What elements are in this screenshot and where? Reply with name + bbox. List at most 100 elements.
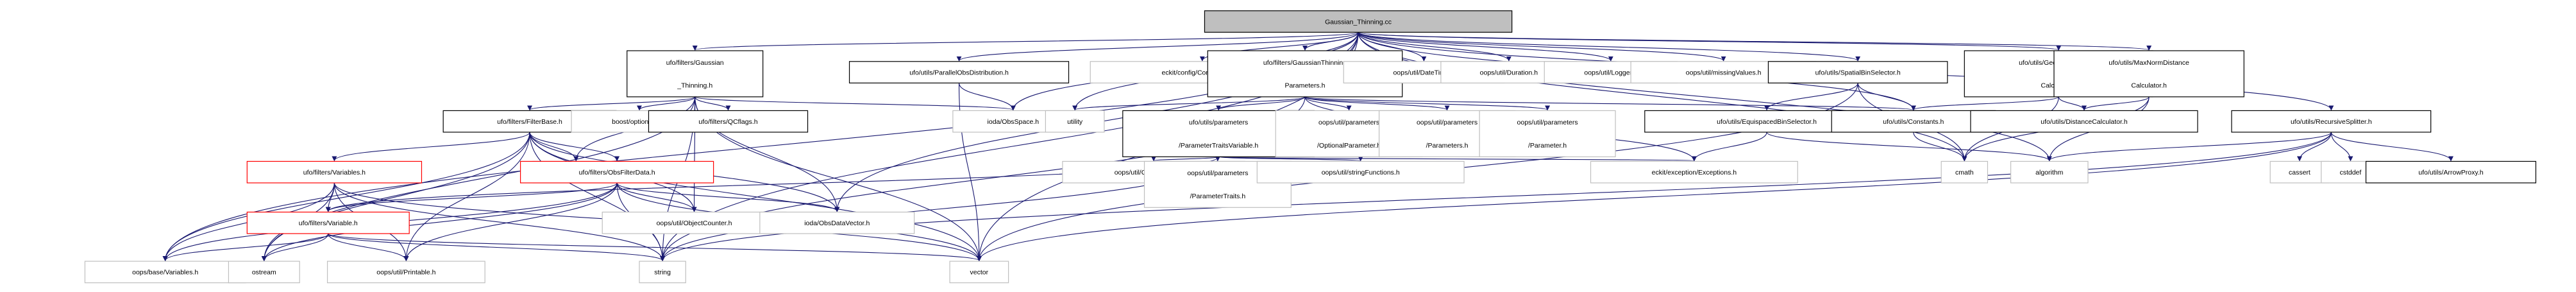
node-label: vector [970, 269, 989, 277]
node-label: /OptionalParameter.h [1317, 142, 1381, 150]
node-string: string [639, 261, 686, 284]
node-label: ufo/utils/RecursiveSplitter.h [2291, 118, 2372, 126]
node-eckit-exceptions: eckit/exception/Exceptions.h [1590, 160, 1798, 184]
node-label: ufo/utils/EquispacedBinSelector.h [1717, 118, 1817, 126]
node-label: ufo/utils/DistanceCalculator.h [2041, 118, 2128, 126]
node-label: Parameters.h [1284, 82, 1325, 90]
node-label: cmath [1955, 169, 1974, 176]
node-label: string [654, 269, 671, 277]
node-utility: utility [1045, 110, 1105, 133]
node-gauss-h[interactable]: ufo/filters/Gaussian_Thinning.h [627, 50, 764, 98]
node-root[interactable]: Gaussian_Thinning.cc [1204, 10, 1513, 33]
dependency-edge [616, 182, 840, 212]
node-box [1045, 110, 1105, 133]
node-label: oops/util/parameters [1318, 119, 1379, 126]
dependency-edge [1358, 32, 1511, 62]
node-variable-h: ufo/filters/Variable.h [246, 211, 410, 234]
dependency-edge [637, 96, 696, 111]
node-label: ufo/filters/ObsFilterData.h [579, 169, 655, 176]
node-label: ufo/utils/Constants.h [1883, 118, 1944, 126]
node-variables-h: ufo/filters/Variables.h [246, 160, 423, 184]
dependency-edge [1218, 155, 1696, 162]
dependency-edge [695, 96, 731, 111]
node-constants[interactable]: ufo/utils/Constants.h [1831, 110, 1996, 133]
node-box [2053, 50, 2244, 98]
dependency-edge [958, 83, 1016, 111]
dependency-edge [958, 83, 982, 262]
node-arrow-proxy[interactable]: ufo/utils/ArrowProxy.h [2365, 160, 2536, 184]
dependency-edge [403, 132, 530, 262]
node-box [1970, 110, 2198, 133]
dependency-edge [1304, 96, 1450, 111]
dependency-edge [261, 132, 530, 262]
dependency-edge [956, 31, 1359, 62]
node-label: eckit/exception/Exceptions.h [1652, 169, 1737, 176]
node-label: Calculator.h [2131, 82, 2167, 90]
node-label: ufo/utils/ArrowProxy.h [2418, 169, 2483, 176]
node-box [848, 61, 1070, 83]
node-label: oops/base/Variables.h [132, 269, 198, 277]
node-box [519, 160, 714, 184]
node-box [246, 160, 423, 184]
node-label: ufo/utils/MaxNormDistance [2109, 59, 2189, 67]
dependency-edge [1358, 31, 2151, 51]
dependency-edge [2058, 96, 2087, 111]
node-algorithm: algorithm [2010, 160, 2089, 184]
node-parameter-h: oops/util/parameters/Parameter.h [1479, 110, 1616, 157]
dependency-edge [261, 233, 329, 262]
node-distance-calc[interactable]: ufo/utils/DistanceCalculator.h [1970, 110, 2198, 133]
node-ostream: ostream [228, 261, 300, 284]
node-box [1256, 160, 1465, 184]
node-label: oops/util/Printable.h [376, 269, 435, 277]
node-cmath: cmath [1940, 160, 1989, 184]
node-parallel-obs[interactable]: ufo/utils/ParallelObsDistribution.h [848, 61, 1070, 83]
node-box [1204, 10, 1513, 33]
dependency-edge [529, 132, 620, 162]
node-label: ostream [252, 269, 276, 277]
node-oops-variables: oops/base/Variables.h [84, 261, 246, 284]
node-label: cassert [2289, 169, 2311, 176]
dependency-edge [1304, 96, 1550, 111]
dependency-edge [2082, 96, 2150, 111]
dependency-edge [325, 182, 618, 212]
node-label: ufo/filters/Variables.h [303, 169, 366, 176]
dependency-edge [403, 182, 618, 262]
node-box [602, 211, 787, 234]
node-label: /Parameters.h [1426, 142, 1469, 150]
node-box [228, 261, 300, 284]
node-label: cstddef [2339, 169, 2361, 176]
dependency-edge [162, 233, 329, 262]
node-label: algorithm [2035, 169, 2063, 176]
node-label: oops/util/ObjectCounter.h [657, 219, 732, 227]
dependency-edge [695, 96, 1016, 111]
node-label: oops/util/DateTime.h [1393, 69, 1454, 76]
node-ioda-datavector: ioda/ObsDataVector.h [759, 211, 915, 234]
dependency-edge [328, 233, 665, 262]
node-label: oops/util/missingValues.h [1686, 69, 1762, 76]
node-qcflags[interactable]: ufo/filters/QCflags.h [648, 110, 809, 133]
node-label: oops/util/parameters [1517, 119, 1578, 126]
node-recursive-splitter[interactable]: ufo/utils/RecursiveSplitter.h [2231, 110, 2432, 133]
dependency-edge [1764, 83, 1858, 111]
node-label: Gaussian_Thinning.cc [1325, 18, 1392, 26]
node-label: ufo/utils/ParallelObsDistribution.h [909, 69, 1009, 76]
dependency-edge [1218, 156, 1363, 162]
node-label: ioda/ObsDataVector.h [804, 219, 870, 227]
dependency-edge [328, 233, 982, 262]
node-box [639, 261, 686, 284]
node-label: ufo/filters/QCflags.h [698, 118, 757, 126]
node-object-counter: oops/util/ObjectCounter.h [602, 211, 787, 234]
dependency-edge [1151, 156, 1219, 162]
dependency-edge [1358, 31, 1613, 62]
node-obsfilterdata: ufo/filters/ObsFilterData.h [519, 160, 714, 184]
node-box [1940, 160, 1989, 184]
dependency-edge [332, 132, 530, 162]
node-spatial-bin[interactable]: ufo/utils/SpatialBinSelector.h [1767, 61, 1948, 83]
dependency-edge [616, 182, 697, 212]
dependency-edge [976, 132, 2332, 262]
node-box [84, 261, 246, 284]
dependency-edge [2296, 132, 2332, 162]
